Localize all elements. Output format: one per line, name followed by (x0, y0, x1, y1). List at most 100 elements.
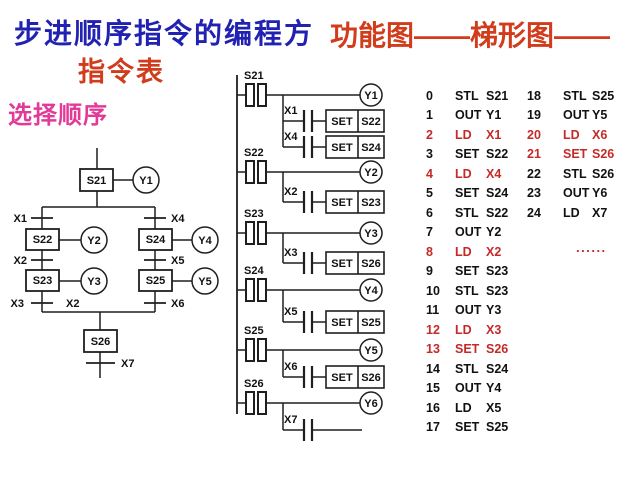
instruction-op: LD (563, 127, 580, 142)
sfc-transition-label: X7 (121, 358, 134, 370)
sfc-step-label: S21 (87, 175, 107, 187)
instruction-operand: X3 (486, 322, 502, 337)
x-contact (302, 136, 314, 158)
set-operand-label: S24 (361, 142, 381, 154)
instruction-row: 20 LD X6 (527, 125, 623, 145)
instruction-operand: X2 (486, 244, 502, 259)
stl-contact-bar (257, 83, 267, 107)
instruction-row: 4 LD X4 (426, 164, 522, 184)
instruction-step: 19 (527, 108, 541, 123)
sfc-step-label: S22 (33, 234, 53, 246)
instruction-operand: X6 (592, 127, 608, 142)
instruction-step: 22 (527, 166, 541, 181)
set-box (325, 365, 385, 389)
sfc-output-label: Y3 (87, 276, 100, 288)
instruction-operand: Y1 (486, 108, 502, 123)
instruction-operand: Y2 (486, 225, 502, 240)
page-title: 步进顺序指令的编程方 (14, 18, 315, 49)
instruction-op: SET (455, 147, 480, 162)
instruction-operand: S25 (592, 88, 615, 103)
instruction-op: LD (455, 127, 472, 142)
instruction-op: LD (455, 322, 472, 337)
branch-contact-label: X6 (284, 361, 297, 373)
instruction-step: 13 (426, 342, 440, 357)
sfc-output-label: Y2 (87, 235, 100, 247)
stl-contact-bar (257, 221, 267, 245)
page-title-line2: 指令表 (78, 57, 165, 87)
instruction-step: 20 (527, 127, 541, 142)
instruction-row: 2 LD X1 (426, 125, 522, 145)
instruction-op: STL (563, 88, 587, 103)
sfc-step-box-s22 (25, 228, 60, 251)
instruction-op: OUT (563, 108, 590, 123)
set-action-label: SET (331, 116, 353, 128)
instruction-operand: Y3 (486, 303, 502, 318)
sfc-output-circle-y3 (80, 267, 108, 295)
branch-contact-label: X2 (284, 186, 297, 198)
set-box (325, 310, 385, 334)
ladder-coil-circle (359, 221, 383, 245)
instruction-step: 8 (426, 244, 433, 259)
instruction-op: SET (455, 420, 480, 435)
instruction-step: 23 (527, 186, 541, 201)
instruction-op: OUT (455, 381, 482, 396)
instruction-operand: X4 (486, 166, 502, 181)
set-operand-label: S23 (361, 197, 381, 209)
sfc-output-circle-y2 (80, 226, 108, 254)
stl-contact-bar (245, 338, 255, 362)
instruction-step: 14 (426, 361, 440, 376)
stl-contact-bar (245, 221, 255, 245)
instruction-step: 24 (527, 205, 541, 220)
sfc-step-box-s23 (25, 269, 60, 292)
instruction-step: 4 (426, 166, 433, 181)
instruction-operand: S24 (486, 186, 509, 201)
ladder-coil-label: Y6 (364, 398, 377, 410)
instruction-step: 16 (426, 400, 440, 415)
instruction-list-ellipsis: ...... (576, 240, 607, 255)
x-contact (302, 191, 314, 213)
instruction-step: 6 (426, 205, 433, 220)
instruction-operand: Y5 (592, 108, 608, 123)
stl-contact-bar (257, 160, 267, 184)
sfc-transition-label: X1 (14, 213, 27, 225)
instruction-step: 2 (426, 127, 433, 142)
instruction-op: OUT (455, 303, 482, 318)
instruction-op: LD (455, 166, 472, 181)
branch-contact-label: X7 (284, 414, 297, 426)
ladder-contact-label: S23 (244, 208, 264, 220)
branch-contact-label: X1 (284, 105, 297, 117)
set-operand-label: S26 (361, 258, 381, 270)
instruction-op: STL (455, 88, 479, 103)
instruction-operand: S25 (486, 420, 509, 435)
sfc-output-circle-y1 (132, 166, 160, 194)
ladder-contact-label: S24 (244, 265, 264, 277)
instruction-step: 15 (426, 381, 440, 396)
stl-contact-bar (245, 83, 255, 107)
instruction-operand: X1 (486, 127, 502, 142)
instruction-op: SET (455, 342, 480, 357)
stl-contact-bar (245, 278, 255, 302)
instruction-step: 7 (426, 225, 433, 240)
ladder-coil-circle (359, 338, 383, 362)
instruction-op: OUT (563, 186, 590, 201)
instruction-operand: X7 (592, 205, 608, 220)
sfc-output-circle-y4 (191, 226, 219, 254)
